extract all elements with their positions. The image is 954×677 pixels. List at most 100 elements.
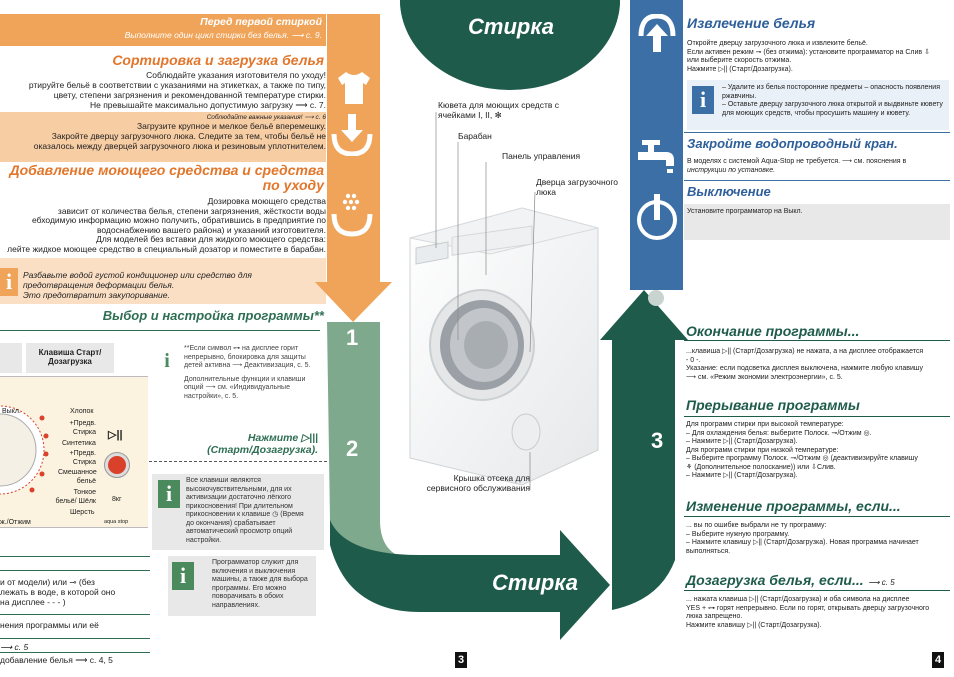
panel-load: 8кг: [112, 496, 122, 503]
info-icon-note2: i: [158, 480, 180, 508]
note3: Программатор служит для включения и выкл…: [212, 559, 308, 609]
warning-band: [0, 258, 326, 304]
end-title: Окончание программы...: [686, 323, 860, 339]
blue-dot: [648, 290, 664, 306]
table-cell: [0, 343, 22, 373]
change-text: ... вы по ошибке выбрали не ту программу…: [686, 522, 919, 555]
step-number-1: 1: [346, 325, 359, 350]
panel-label-cotton: Хлопок: [70, 408, 94, 415]
rule-bottom-5: [0, 652, 150, 653]
unload-text: Откройте дверцу загрузочного люка и извл…: [687, 40, 930, 73]
page-number-right: 4: [932, 652, 944, 668]
load-arrow-icon: [331, 114, 373, 156]
wash-title-bottom: Стирка: [492, 570, 578, 595]
interrupt-title: Прерывание программы: [686, 397, 860, 413]
orange-arrowhead: [315, 282, 392, 322]
sort-text-2: Загрузите крупное и мелкое бельё впереме…: [33, 121, 326, 151]
tap-title: Закройте водопроводный кран.: [687, 136, 898, 151]
reload-title: Дозагрузка белья, если...: [686, 572, 864, 588]
end-text: ...клавиша ▷|| (Старт/Дозагрузка) не наж…: [686, 348, 924, 381]
callout-detergent-drawer: Кювета для моющих средств с ячейками I, …: [438, 100, 560, 120]
panel-label-delicate: Тонкое бельё/ Шёлк: [55, 489, 96, 505]
rule-right-6: [684, 590, 950, 591]
warning-text: Разбавьте водой густой кондиционер или с…: [23, 270, 252, 300]
unload-note-box: [687, 80, 949, 130]
press-start-text: Нажмите ▷||| (Старт/Дозагрузка).: [207, 432, 318, 456]
callout-service-cover: Крышка отсека для сервисного обслуживани…: [426, 473, 530, 493]
unload-bullets: – Удалите из белья посторонние предметы …: [722, 84, 943, 117]
page-number-left: 3: [455, 652, 467, 668]
reload-text: ... нажата клавиша ▷|| (Старт/Дозагрузка…: [686, 596, 930, 629]
rule-right-4: [684, 416, 950, 417]
sort-title: Сортировка и загрузка белья: [112, 52, 324, 68]
note2: Все клавиши являются высокочувствительны…: [186, 477, 304, 544]
panel-label-synthetic: Синтетика: [62, 440, 96, 447]
bottom-ref-2: добавление белья ⟶ с. 4, 5: [0, 655, 113, 665]
bottom-wash-arrow: [330, 520, 610, 640]
rule-bottom-1: [0, 556, 150, 557]
info-icon: i: [0, 268, 18, 296]
before-first-wash-banner: [0, 14, 326, 46]
tap-text: В моделях с системой Aqua-Stop не требуе…: [687, 158, 907, 174]
note1: **Если символ ⊶ на дисплее горит непреры…: [184, 345, 311, 400]
before-first-wash-text: Выполните один цикл стирки без белья. ⟶ …: [124, 30, 322, 40]
info-icon-note1: i: [156, 347, 178, 375]
info-icon-unload: i: [692, 86, 714, 114]
step-number-3: 3: [651, 428, 664, 453]
power-off-icon: [637, 194, 677, 240]
detergent-title: Добавление моющего средства и средства п…: [9, 162, 325, 193]
off-title: Выключение: [687, 184, 771, 199]
before-first-wash-title: Перед первой стиркой: [200, 16, 322, 28]
panel-label-prewash: +Предв. Стирка: [69, 420, 97, 436]
washing-machine: [409, 207, 599, 486]
detergent-text: Дозировка моющего средства зависит от ко…: [7, 196, 326, 254]
start-button[interactable]: [104, 452, 130, 478]
rule-right-5: [684, 516, 950, 517]
change-title: Изменение программы, если...: [686, 498, 901, 514]
unload-arrow-icon: [638, 14, 676, 52]
rule-bottom-2: [0, 570, 150, 571]
callout-line: [149, 461, 327, 462]
program-rule: [0, 330, 320, 331]
program-title: Выбор и настройка программы**: [102, 308, 324, 323]
off-box: [684, 204, 950, 240]
green-up-shaft: [612, 330, 675, 610]
green-up-arrowhead: [600, 290, 688, 340]
callout-drum: Барабан: [458, 131, 492, 141]
shirt-icon: [338, 72, 370, 104]
bottom-text: и от модели) или ⊸ (без лежать в воде, в…: [0, 577, 116, 607]
off-text: Установите программатор на Выкл.: [687, 208, 803, 215]
unload-title: Извлечение белья: [687, 15, 816, 31]
interrupt-text: Для программ стирки при высокой температ…: [686, 421, 918, 479]
panel-label-spin: ж./Отжим: [0, 519, 31, 526]
water-tap-icon: [638, 140, 674, 173]
start-pause-icon[interactable]: ▷||: [108, 429, 123, 441]
sort-note: Соблюдайте важные указания! ⟶ с. 6: [206, 114, 326, 121]
panel-label-off: Выкл.: [2, 408, 21, 415]
note2-box: [152, 474, 324, 550]
bottom-ref: ⟶ с. 5: [0, 642, 29, 652]
sort-note-band: [0, 112, 326, 162]
info-icon-note3: i: [172, 562, 194, 590]
panel-label-wool: Шерсть: [70, 509, 95, 516]
detergent-icon: [331, 193, 373, 237]
callout-control-panel: Панель управления: [502, 151, 581, 161]
bottom-text-2: нения программы или её: [0, 620, 99, 630]
sort-text: Соблюдайте указания изготовителя по уход…: [28, 70, 326, 110]
reload-ref: ⟶ с. 5: [868, 578, 895, 587]
rule-bottom-4: [0, 638, 150, 639]
rule-right-3: [684, 340, 950, 341]
start-key-header: Клавиша Старт/ Дозагрузка: [26, 343, 114, 373]
panel-label-mixed: Смешанное бельё: [58, 469, 97, 485]
panel-label-prewash-2: +Предв. Стирка: [69, 450, 97, 466]
rule-right-1: [684, 132, 950, 133]
step-number-2: 2: [346, 436, 359, 461]
callout-door: Дверца загрузочного люка: [536, 177, 619, 197]
rule-right-2: [684, 180, 950, 181]
wash-title-top: Стирка: [468, 14, 554, 39]
rule-bottom-3: [0, 614, 150, 615]
program-dial[interactable]: [0, 392, 60, 512]
aquastop-logo: aqua stop: [104, 519, 129, 525]
reload-title-row: Дозагрузка белья, если... ⟶ с. 5: [686, 572, 895, 590]
